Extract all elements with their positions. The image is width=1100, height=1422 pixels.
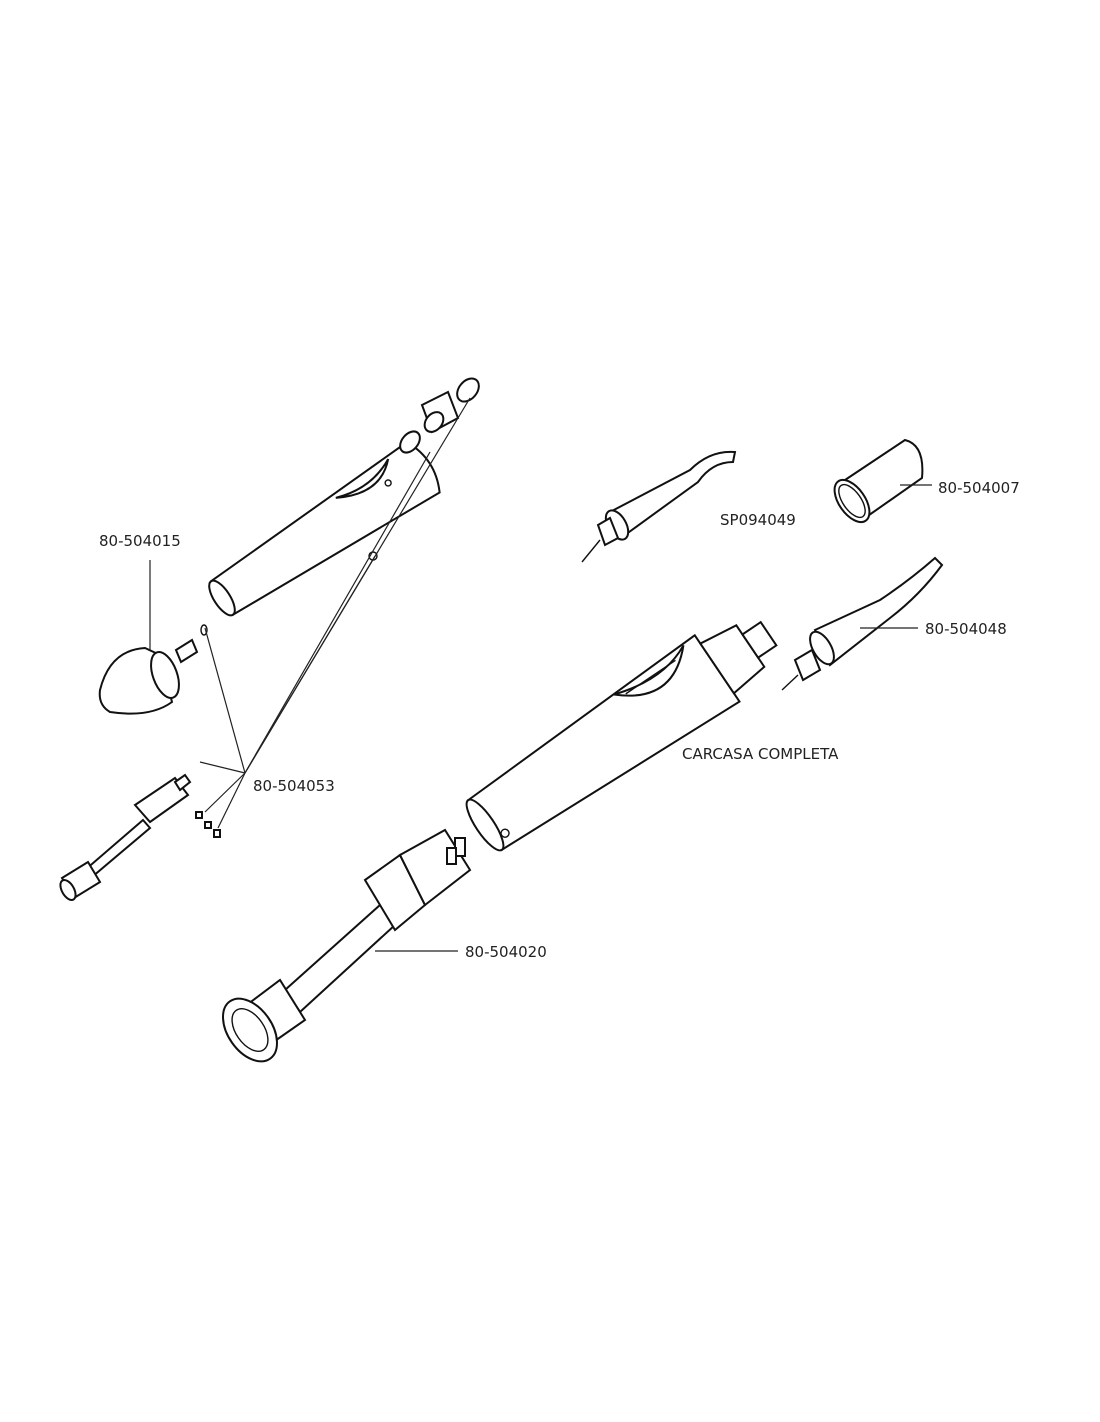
- sleeve-part: [208, 440, 441, 617]
- label-80-504020: 80-504020: [465, 943, 547, 961]
- label-80-504007: 80-504007: [938, 479, 1020, 497]
- small-shaft-part: [59, 773, 221, 901]
- curved-tip-part: [581, 450, 737, 563]
- label-80-504048: 80-504048: [925, 620, 1007, 638]
- nozzle-part: [368, 377, 480, 561]
- label-80-504053: 80-504053: [253, 777, 335, 795]
- housing-part: [465, 620, 778, 852]
- straight-tip-part: [781, 556, 944, 691]
- cap-part: [833, 438, 924, 524]
- seal-leader-lines: [199, 397, 471, 829]
- shaft-part: [222, 828, 472, 1063]
- label-80-504015: 80-504015: [99, 532, 181, 550]
- head-part: [98, 624, 208, 715]
- label-sp094049: SP094049: [720, 511, 796, 529]
- label-carcasa-completa: CARCASA COMPLETA: [682, 745, 839, 763]
